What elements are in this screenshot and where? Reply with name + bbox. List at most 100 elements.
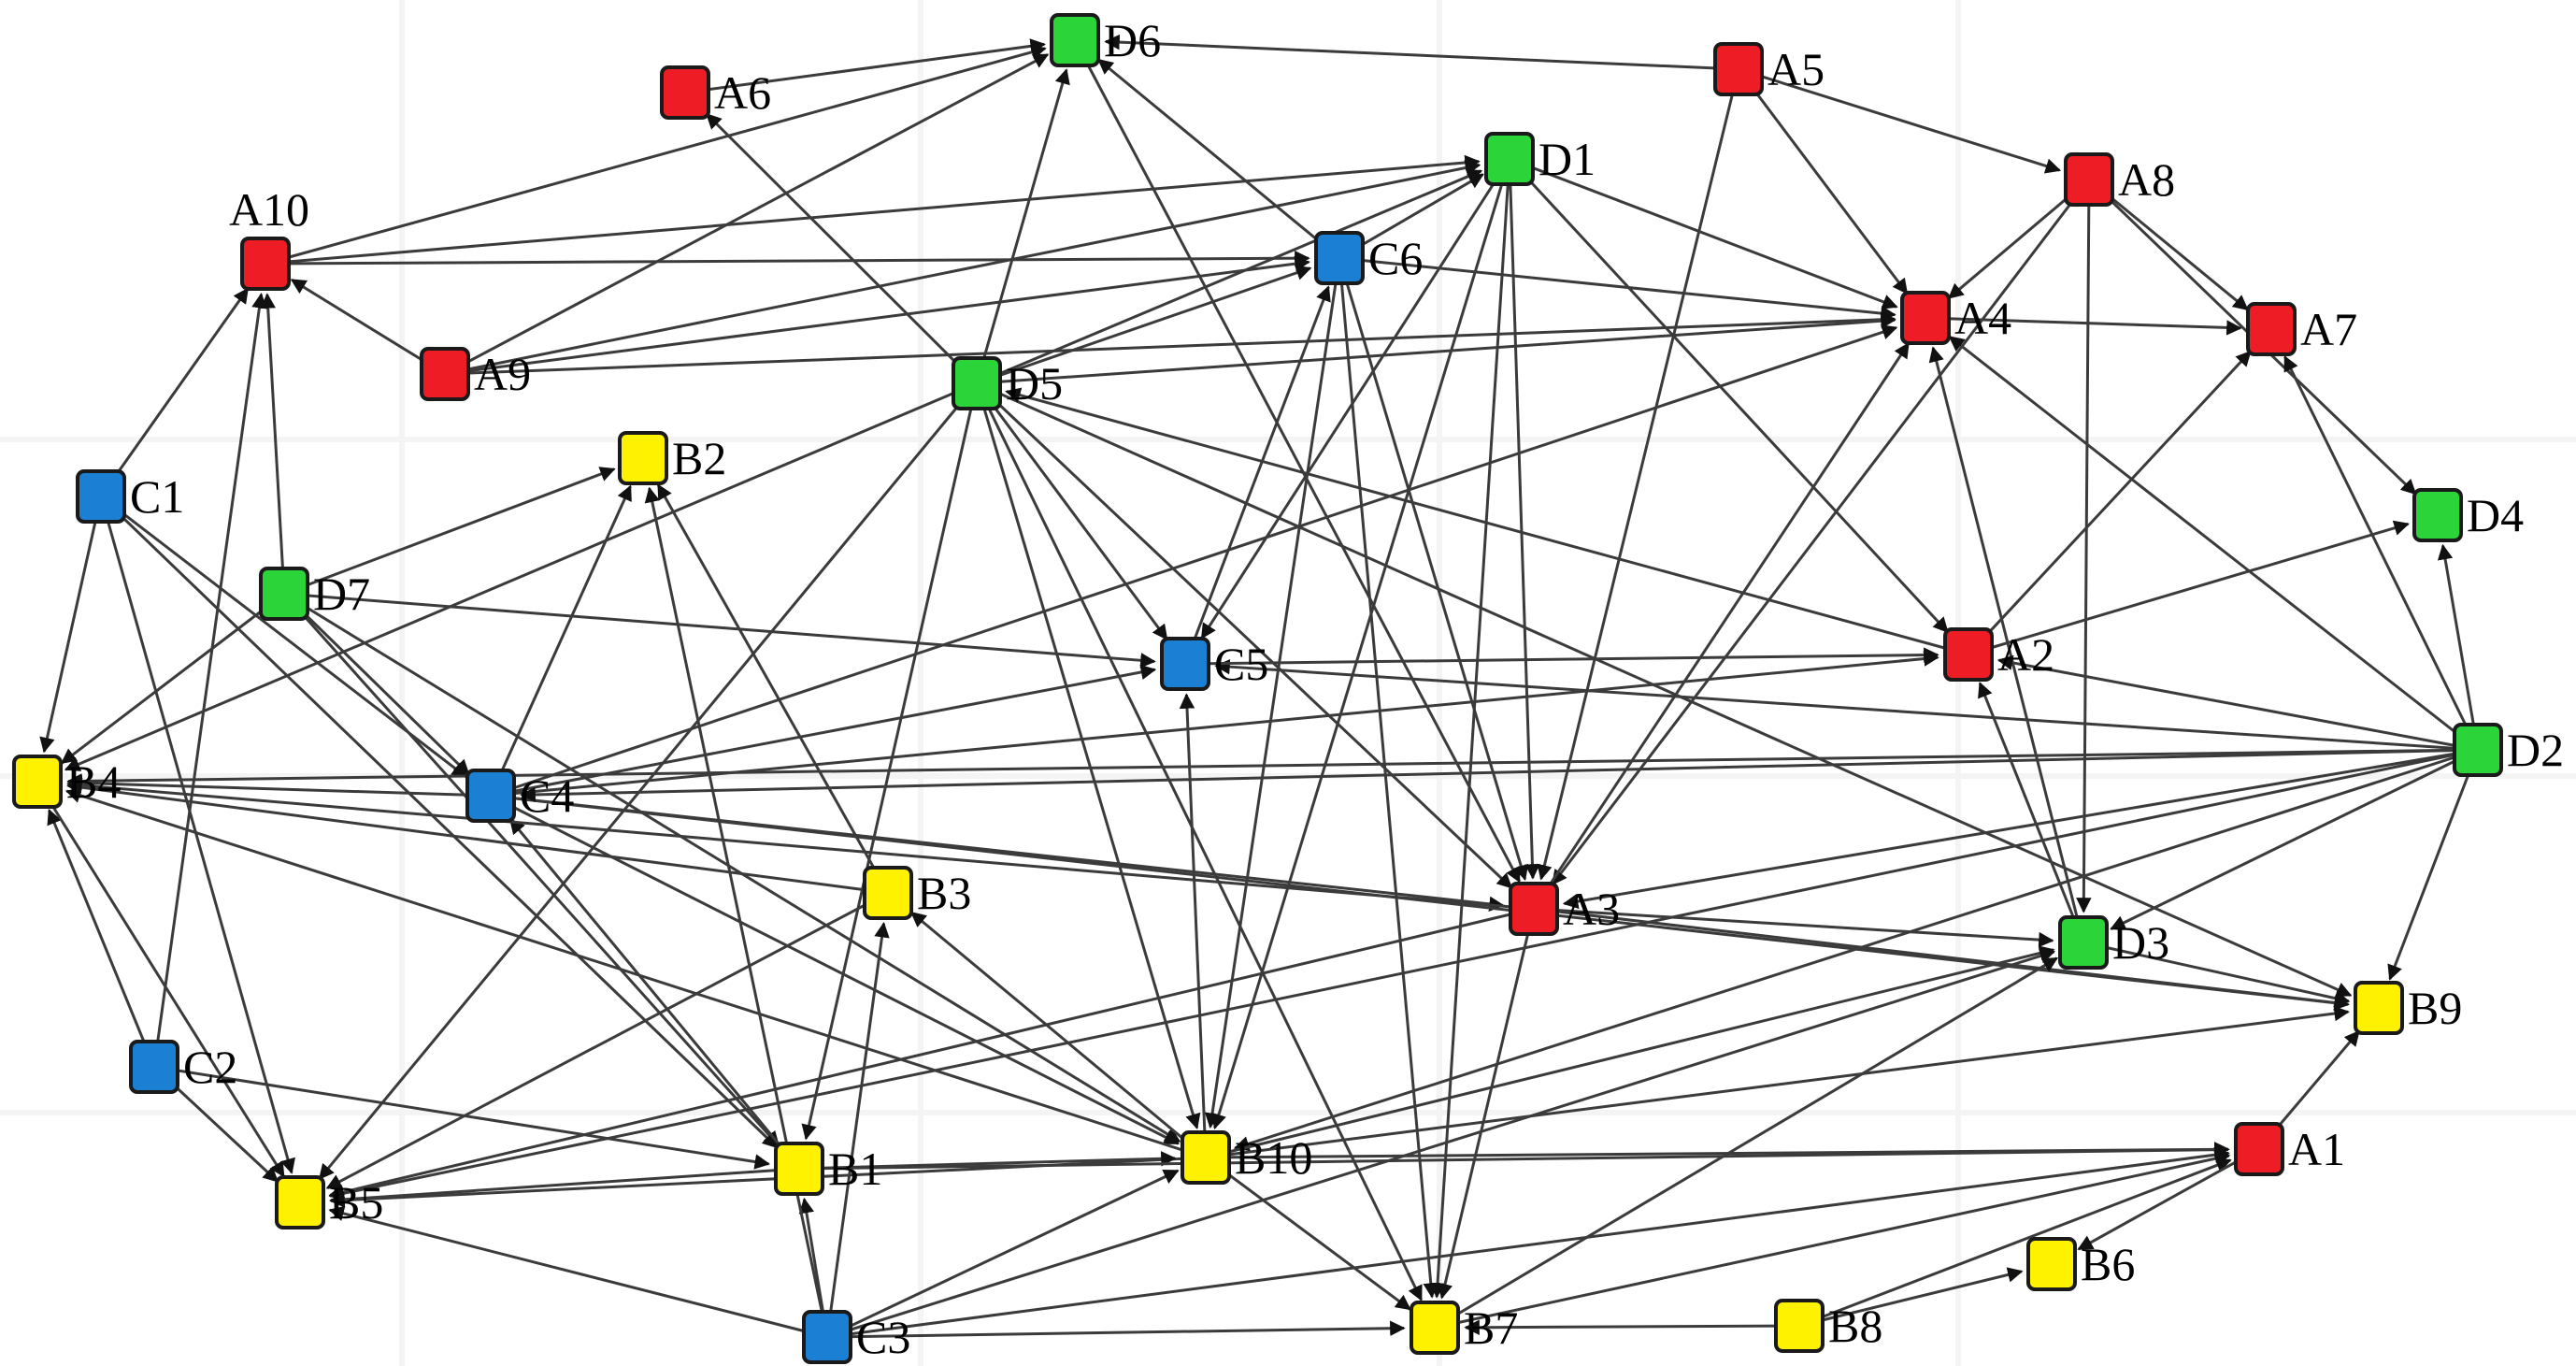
edge-D2-A2: [1996, 654, 2479, 752]
node-B7[interactable]: B7: [1410, 1301, 1518, 1355]
edge-D1-A4: [1509, 157, 1898, 309]
node-box-B10[interactable]: [1181, 1130, 1231, 1185]
edge-C1-B1: [99, 495, 779, 1149]
edge-A3-B7: [1437, 908, 1536, 1300]
edge-C3-A1: [826, 1147, 2230, 1339]
edge-C3-B10: [826, 1169, 1180, 1339]
node-B1[interactable]: B1: [774, 1142, 882, 1196]
node-label-A3: A3: [1563, 883, 1620, 935]
edge-D5-B7: [975, 382, 1423, 1301]
node-box-C6[interactable]: [1314, 231, 1365, 285]
node-C3[interactable]: C3: [802, 1310, 910, 1364]
edge-B7-D3: [1434, 956, 2059, 1330]
node-D3[interactable]: D3: [2058, 915, 2169, 970]
node-B8[interactable]: B8: [1774, 1299, 1882, 1353]
node-box-C5[interactable]: [1160, 637, 1210, 691]
node-label-B8: B8: [1828, 1300, 1882, 1352]
node-box-A1[interactable]: [2234, 1122, 2284, 1176]
edge-C2-B4: [47, 809, 156, 1068]
node-box-C4[interactable]: [465, 769, 516, 823]
node-box-D1[interactable]: [1484, 132, 1535, 186]
node-B5[interactable]: B5: [275, 1175, 383, 1229]
node-box-C1[interactable]: [76, 469, 126, 524]
edge-B3-B5: [325, 891, 889, 1189]
node-box-D3[interactable]: [2058, 915, 2109, 970]
edge-A9-A4: [444, 311, 1896, 376]
node-label-D1: D1: [1538, 133, 1596, 185]
node-box-D6[interactable]: [1050, 13, 1100, 67]
node-label-B4: B4: [66, 755, 121, 808]
edge-C1-A10: [99, 287, 250, 497]
node-A1[interactable]: A1: [2234, 1122, 2345, 1176]
node-box-A2[interactable]: [1943, 627, 1994, 682]
node-label-D5: D5: [1006, 357, 1063, 410]
edge-B10-B4: [64, 787, 1207, 1159]
node-box-B9[interactable]: [2354, 981, 2404, 1035]
edge-D2-B10: [1233, 748, 2479, 1152]
node-box-D5[interactable]: [952, 356, 1002, 410]
node-C4[interactable]: C4: [465, 769, 574, 823]
node-C1[interactable]: C1: [76, 469, 184, 524]
node-box-D4[interactable]: [2412, 488, 2463, 542]
node-box-B4[interactable]: [12, 755, 63, 809]
node-A10[interactable]: A10: [229, 183, 309, 291]
node-box-B7[interactable]: [1410, 1301, 1460, 1355]
node-box-A5[interactable]: [1713, 42, 1764, 96]
edge-B10-D3: [1205, 945, 2055, 1159]
edge-C6-B7: [1338, 257, 1438, 1299]
node-D2[interactable]: D2: [2453, 723, 2564, 777]
edge-B7-A1: [1434, 1151, 2231, 1330]
node-box-C2[interactable]: [129, 1040, 179, 1094]
node-B4[interactable]: B4: [12, 755, 121, 809]
node-A6[interactable]: A6: [660, 65, 771, 120]
node-A9[interactable]: A9: [420, 347, 531, 401]
node-box-A8[interactable]: [2064, 152, 2114, 207]
edge-C3-B7: [826, 1320, 1406, 1339]
node-box-D7[interactable]: [259, 567, 309, 621]
node-box-D2[interactable]: [2453, 723, 2503, 777]
node-A8[interactable]: A8: [2064, 152, 2175, 207]
edge-B10-B7: [1205, 1156, 1411, 1311]
node-D4[interactable]: D4: [2412, 488, 2524, 542]
node-box-B3[interactable]: [863, 866, 913, 920]
node-box-A3[interactable]: [1509, 882, 1559, 936]
node-label-A9: A9: [474, 348, 531, 400]
node-box-B5[interactable]: [275, 1175, 325, 1229]
node-box-B8[interactable]: [1774, 1299, 1825, 1353]
node-box-A7[interactable]: [2246, 302, 2297, 356]
edge-C4-A4: [490, 324, 1898, 798]
node-box-A10[interactable]: [240, 237, 291, 291]
node-B2[interactable]: B2: [618, 431, 726, 485]
node-C2[interactable]: C2: [129, 1040, 237, 1094]
edge-D2-D4: [2437, 543, 2480, 751]
edge-B3-B2: [656, 483, 890, 894]
edge-B8-B6: [1798, 1267, 2024, 1328]
node-B10[interactable]: B10: [1181, 1130, 1312, 1185]
node-D1[interactable]: D1: [1484, 132, 1596, 186]
edge-A5-A8: [1738, 67, 2062, 174]
node-A2[interactable]: A2: [1943, 627, 2054, 682]
node-A7[interactable]: A7: [2246, 302, 2357, 356]
node-box-A4[interactable]: [1900, 291, 1951, 345]
node-B3[interactable]: B3: [863, 866, 971, 920]
node-label-A6: A6: [714, 66, 771, 119]
node-A4[interactable]: A4: [1900, 291, 2011, 345]
node-C5[interactable]: C5: [1160, 637, 1268, 691]
edge-B8-A1: [1798, 1158, 2232, 1328]
node-B9[interactable]: B9: [2354, 981, 2462, 1035]
node-D7[interactable]: D7: [259, 567, 370, 621]
node-box-B6[interactable]: [2026, 1237, 2077, 1291]
node-box-B1[interactable]: [774, 1142, 824, 1196]
node-box-C3[interactable]: [802, 1310, 852, 1364]
node-box-A6[interactable]: [660, 65, 710, 120]
node-D6[interactable]: D6: [1050, 13, 1161, 67]
node-A3[interactable]: A3: [1509, 882, 1620, 936]
node-D5[interactable]: D5: [952, 356, 1063, 410]
node-A5[interactable]: A5: [1713, 42, 1825, 96]
node-B6[interactable]: B6: [2026, 1237, 2135, 1291]
node-box-B2[interactable]: [618, 431, 668, 485]
node-C6[interactable]: C6: [1314, 231, 1423, 285]
node-box-A9[interactable]: [420, 347, 470, 401]
node-label-C6: C6: [1368, 232, 1423, 284]
